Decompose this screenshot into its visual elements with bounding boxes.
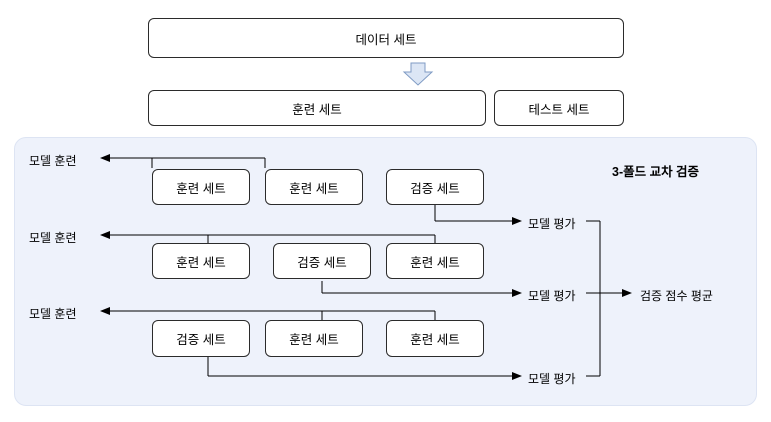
down-arrow-icon (402, 62, 434, 86)
fold-2-cell-3: 훈련 세트 (386, 243, 484, 279)
test-set-box: 테스트 세트 (494, 90, 624, 126)
fold-3-cell-1: 검증 세트 (152, 320, 250, 357)
dataset-box: 데이터 세트 (148, 18, 624, 58)
cross-validation-panel (14, 137, 757, 406)
model-train-label-1: 모델 훈련 (29, 154, 77, 168)
fold-3-cell-3: 훈련 세트 (386, 320, 484, 357)
fold-2-cell-1: 훈련 세트 (152, 243, 250, 279)
fold-2-cell-2: 검증 세트 (273, 243, 371, 279)
fold-1-cell-3: 검증 세트 (386, 169, 484, 205)
fold-3-cell-2: 훈련 세트 (265, 320, 363, 357)
final-score-label: 검증 점수 평균 (640, 289, 713, 303)
panel-title: 3-폴드 교차 검증 (612, 165, 700, 179)
fold-1-cell-1: 훈련 세트 (152, 169, 250, 205)
model-eval-label-3: 모델 평가 (528, 372, 576, 386)
train-set-box: 훈련 세트 (148, 90, 486, 126)
model-eval-label-1: 모델 평가 (528, 217, 576, 231)
model-eval-label-2: 모델 평가 (528, 289, 576, 303)
model-train-label-3: 모델 훈련 (29, 307, 77, 321)
fold-1-cell-2: 훈련 세트 (265, 169, 363, 205)
model-train-label-2: 모델 훈련 (29, 231, 77, 245)
